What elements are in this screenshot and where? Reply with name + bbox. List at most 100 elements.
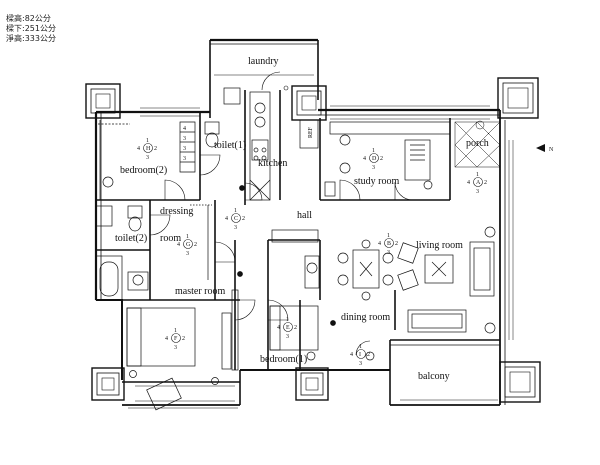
marker-B: 1 4 B 2 3: [378, 233, 398, 256]
column-5: [295, 367, 329, 401]
svg-text:4: 4: [277, 325, 280, 331]
svg-text:4: 4: [183, 126, 186, 132]
windows: [135, 105, 514, 402]
structural-columns: [85, 77, 541, 403]
height-notes: 樑高:82公分 樑下:251公分 淨高:333公分: [6, 14, 56, 44]
column-4: [91, 367, 125, 401]
svg-text:1: 1: [476, 172, 479, 178]
marker-E: 1 4 E 2 3: [277, 317, 297, 340]
bedroom1-furniture: [269, 305, 375, 361]
svg-text:A: A: [476, 180, 481, 186]
svg-text:1: 1: [174, 328, 177, 334]
note-clear-height: 淨高:333公分: [6, 34, 56, 43]
svg-text:H: H: [146, 146, 151, 152]
svg-text:3: 3: [387, 250, 390, 256]
label-porch: porch: [466, 138, 489, 149]
toilet1-numbers: 4 3 3 3: [183, 126, 186, 162]
svg-text:1: 1: [372, 148, 375, 154]
hall-furniture: [237, 185, 319, 277]
north-label: N: [549, 147, 554, 153]
toilet1-fixtures: [179, 121, 220, 173]
column-6: [499, 361, 541, 403]
marker-I: 1 4 I 2 3: [350, 344, 370, 367]
svg-text:3: 3: [183, 136, 186, 142]
label-kitchen: kitchen: [258, 158, 287, 169]
svg-text:2: 2: [367, 352, 370, 358]
porch-tiles: [454, 120, 501, 168]
svg-text:1: 1: [286, 317, 289, 323]
svg-text:F: F: [174, 336, 178, 342]
svg-text:2: 2: [380, 156, 383, 162]
svg-text:1: 1: [186, 234, 189, 240]
study-furniture: [324, 121, 451, 197]
svg-text:1: 1: [387, 233, 390, 239]
svg-text:3: 3: [476, 189, 479, 195]
label-dressing-line1: dressing: [160, 206, 193, 217]
marker-H: 1 4 H 2 3: [137, 138, 157, 161]
marker-G: 1 4 G 2 3: [177, 234, 197, 257]
svg-text:2: 2: [395, 241, 398, 247]
svg-text:4: 4: [350, 352, 353, 358]
svg-text:3: 3: [359, 361, 362, 367]
label-dining: dining room: [341, 312, 390, 323]
column-2: [291, 85, 327, 121]
north-arrow-icon: N: [536, 144, 554, 153]
laundry-area: [214, 74, 314, 91]
bedroom2-furniture: [98, 120, 130, 200]
svg-text:1: 1: [146, 138, 149, 144]
label-bedroom1: bedroom(1): [260, 354, 307, 365]
svg-text:1: 1: [234, 208, 237, 214]
svg-text:D: D: [372, 156, 377, 162]
label-dressing-line2: room: [160, 233, 181, 244]
door-swings: [149, 71, 414, 356]
label-study: study room: [354, 176, 400, 187]
svg-text:3: 3: [286, 334, 289, 340]
marker-F: 1 4 F 2 3: [165, 328, 185, 351]
marker-A: 1 4 A 2 3: [467, 172, 487, 195]
svg-text:2: 2: [484, 180, 487, 186]
marker-C: 1 4 C 2 3: [225, 208, 245, 231]
svg-text:4: 4: [165, 336, 168, 342]
dining-furniture: [304, 239, 394, 301]
living-furniture: [397, 226, 496, 334]
svg-text:C: C: [234, 216, 238, 222]
svg-text:3: 3: [183, 156, 186, 162]
svg-text:4: 4: [363, 156, 366, 162]
svg-text:E: E: [286, 325, 290, 331]
svg-text:2: 2: [154, 146, 157, 152]
svg-text:2: 2: [182, 336, 185, 342]
svg-text:2: 2: [294, 325, 297, 331]
label-toilet2: toilet(2): [115, 233, 147, 244]
svg-text:3: 3: [186, 251, 189, 257]
svg-text:4: 4: [467, 180, 470, 186]
svg-text:I: I: [359, 352, 361, 358]
svg-text:2: 2: [242, 216, 245, 222]
interior-walls: [96, 90, 451, 370]
svg-text:3: 3: [234, 225, 237, 231]
svg-text:4: 4: [177, 242, 180, 248]
label-master: master room: [175, 286, 225, 297]
svg-text:3: 3: [146, 155, 149, 161]
column-3: [497, 77, 539, 119]
marker-D: 1 4 D 2 3: [363, 148, 383, 171]
label-hall: hall: [297, 210, 312, 221]
room-labels: laundry bedroom(2) toilet(1) kitchen stu…: [115, 56, 489, 382]
svg-text:4: 4: [137, 146, 140, 152]
fridge-label: REF: [308, 126, 314, 138]
svg-text:4: 4: [225, 216, 228, 222]
svg-text:3: 3: [183, 146, 186, 152]
label-bedroom2: bedroom(2): [120, 165, 167, 176]
note-below-beam: 樑下:251公分: [6, 24, 56, 33]
master-furniture: [126, 289, 239, 411]
svg-text:2: 2: [194, 242, 197, 248]
label-toilet1: toilet(1): [214, 140, 246, 151]
note-beam-height: 樑高:82公分: [6, 14, 51, 23]
label-living: living room: [416, 240, 463, 251]
svg-text:4: 4: [378, 241, 381, 247]
label-balcony: balcony: [418, 371, 450, 382]
svg-text:B: B: [387, 241, 391, 247]
svg-text:G: G: [186, 242, 191, 248]
column-1: [85, 83, 121, 119]
kitchen-fixtures: [223, 87, 319, 201]
